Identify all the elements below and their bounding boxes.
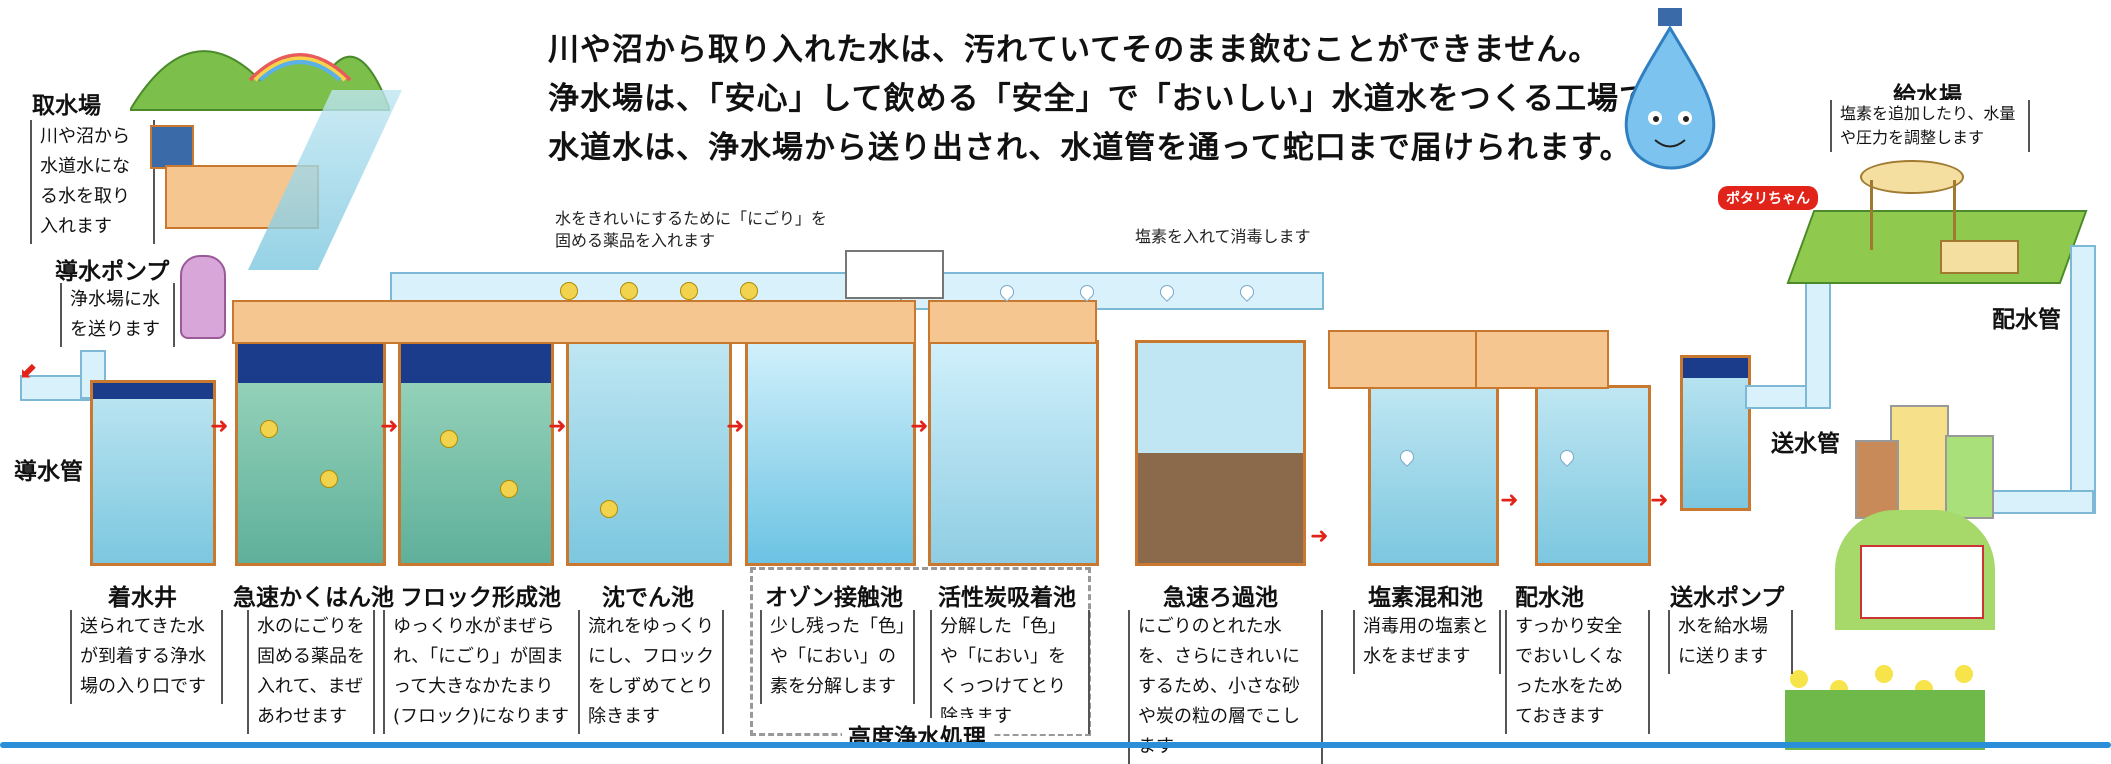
building-icon (1945, 435, 1994, 519)
rapid-filtration-label: 急速ろ過池 (1163, 585, 1278, 611)
intro-line-2: 浄水場は、「安心」して飲める「安全」で「おいしい」水道水をつくる工場です。 (548, 81, 1712, 117)
floc-particle (440, 430, 458, 448)
flow-arrow-icon: ⬋ (20, 358, 39, 383)
floc-particle (620, 282, 638, 300)
flow-arrow-icon: ➜ (1310, 524, 1329, 549)
transmission-pipe-horizontal (1745, 385, 1809, 409)
supply-building (1940, 240, 2019, 274)
distribution-pipe-label: 配水管 (1992, 307, 2061, 333)
activated-carbon-desc: 分解した「色」や「におい」をくっつけてとり除きます (930, 610, 1090, 734)
mascot-drop-icon (1624, 8, 1716, 170)
intro-line-3: 水道水は、浄水場から送り出され、水道管を通って蛇口まで届けられます。 (548, 130, 1632, 166)
building-icon (1855, 440, 1899, 519)
flow-arrow-icon: ➜ (548, 414, 567, 439)
flower-icon (1875, 665, 1893, 683)
transmission-pump-desc: 水を給水場に送ります (1668, 610, 1793, 674)
chemical-building (845, 250, 944, 299)
flocculation-tank (398, 340, 554, 566)
house-icon (1860, 545, 1984, 619)
conduit-pump-desc: 浄水場に水を送ります (60, 283, 175, 347)
floc-particle (680, 282, 698, 300)
conduit-label: 導水管 (14, 459, 83, 485)
mountain-illustration (130, 50, 390, 111)
carbon-roof (928, 300, 1097, 344)
receiving-well-label: 着水井 (108, 585, 177, 611)
distribution-reservoir-desc: すっかり安全でおいしくなった水をためておきます (1505, 610, 1650, 734)
supply-station-desc: 塩素を追加したり、水量や圧力を調整します (1830, 100, 2030, 152)
chlorine-mixing-tank (1368, 385, 1499, 566)
flow-arrow-icon: ➜ (1650, 488, 1669, 513)
ozone-desc: 少し残った「色」や「におい」の素を分解します (760, 610, 915, 704)
intro-line-1: 川や沼から取り入れた水は、汚れていてそのまま飲むことができません。 (548, 32, 1601, 68)
rapid-mixing-label: 急速かくはん池 (233, 585, 394, 611)
flower-icon (1790, 670, 1808, 688)
chlorine-roof (1328, 330, 1497, 389)
flow-arrow-icon: ➜ (910, 414, 929, 439)
building-icon (1890, 405, 1949, 519)
chlorine-note: 塩素を入れて消毒します (1135, 227, 1311, 246)
ozone-tank (745, 340, 916, 566)
distribution-reservoir-tank (1535, 385, 1651, 566)
rapid-mixing-desc: 水のにごりを固める薬品を入れて、まぜあわせます (247, 610, 375, 734)
activated-carbon-label: 活性炭吸着池 (938, 585, 1076, 611)
treatment-roof (232, 300, 916, 344)
transmission-pipe-label: 送水管 (1771, 431, 1840, 457)
conduit-pump-label: 導水ポンプ (55, 259, 170, 285)
distribution-reservoir-label: 配水池 (1515, 585, 1584, 611)
mascot-name: ポタリちゃん (1718, 186, 1818, 210)
floc-particle (740, 282, 758, 300)
transmission-pump-tank (1680, 355, 1751, 511)
intake-tower (150, 125, 194, 169)
distribution-pipe-vertical (2070, 245, 2096, 514)
flow-arrow-icon: ➜ (1500, 488, 1519, 513)
floc-particle (560, 282, 578, 300)
receiving-well-tank (90, 380, 216, 566)
water-tower-icon (1860, 160, 1964, 194)
floc-particle (500, 480, 518, 498)
floc-particle (320, 470, 338, 488)
flocculation-label: フロック形成池 (400, 585, 561, 611)
transmission-pump-label: 送水ポンプ (1670, 585, 1785, 611)
chemical-note: 水をきれいにするために「にごり」を 固める薬品を入れます (555, 209, 827, 250)
flow-arrow-icon: ➜ (726, 414, 745, 439)
pump-icon (180, 255, 226, 339)
sedimentation-desc: 流れをゆっくりにし、フロックをしずめてとり除きます (578, 610, 724, 734)
floc-particle (600, 500, 618, 518)
sedimentation-label: 沈でん池 (602, 585, 694, 611)
activated-carbon-tank (928, 340, 1099, 566)
water-tower-legs (1870, 180, 1956, 250)
chlorine-mixing-desc: 消毒用の塩素と水をまぜます (1353, 610, 1501, 674)
flocculation-desc: ゆっくり水がまぜられ、「にごり」が固まって大きなかたまり(フロック)になります (383, 610, 583, 734)
intake-desc: 川や沼から水道水になる水を取り入れます (30, 120, 155, 244)
rapid-filtration-tank (1135, 340, 1306, 566)
rapid-mixing-tank (235, 340, 386, 566)
chlorine-mixing-label: 塩素混和池 (1368, 585, 1483, 611)
intake-label: 取水場 (32, 93, 101, 119)
ozone-label: オゾン接触池 (765, 585, 903, 611)
grass-icon (1785, 690, 1985, 750)
distribution-pipe-horizontal (1990, 490, 2094, 514)
reservoir-roof (1475, 330, 1609, 389)
receiving-well-desc: 送られてきた水が到着する浄水場の入り口です (70, 610, 223, 704)
flow-arrow-icon: ➜ (380, 414, 399, 439)
sedimentation-tank (566, 340, 732, 566)
rapid-filtration-desc: にごりのとれた水を、さらにきれいにするため、小さな砂や炭の粒の層でこします (1128, 610, 1323, 764)
flow-arrow-icon: ➜ (210, 414, 229, 439)
bottom-border (0, 742, 2111, 748)
intro-text: 川や沼から取り入れた水は、汚れていてそのまま飲むことができません。 浄水場は、「… (548, 26, 1712, 173)
floc-particle (260, 420, 278, 438)
flower-icon (1955, 665, 1973, 683)
